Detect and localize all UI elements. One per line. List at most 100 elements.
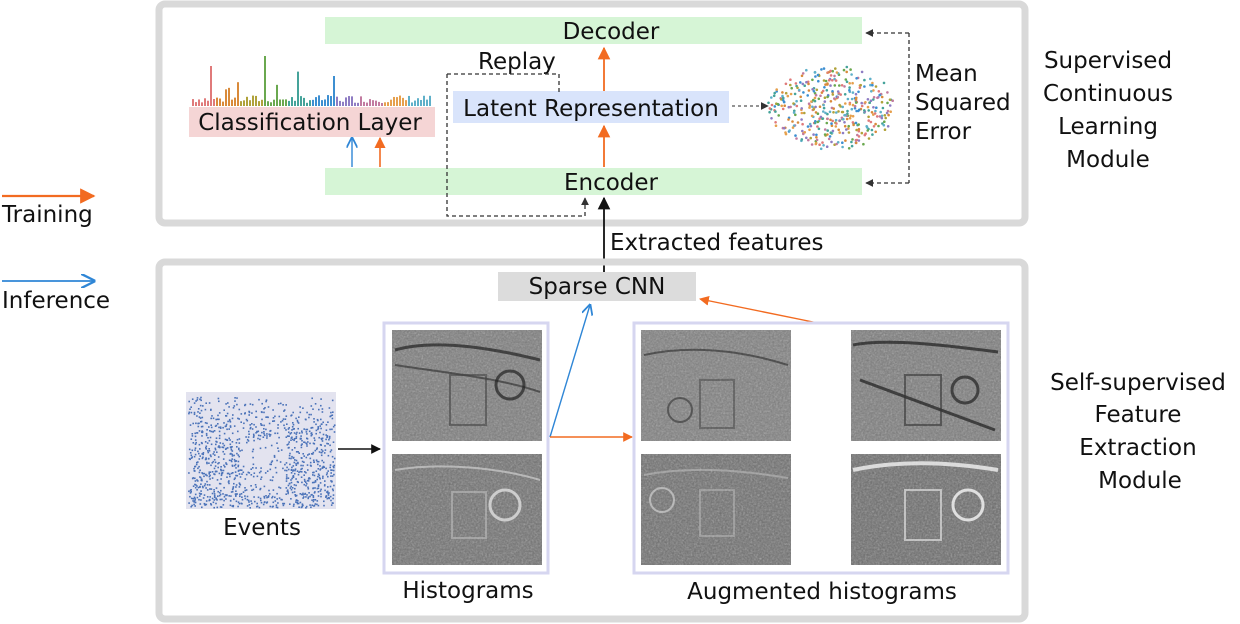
- event-point: [222, 426, 224, 429]
- class-bar: [390, 99, 392, 106]
- event-point: [300, 468, 302, 471]
- event-point: [306, 411, 308, 414]
- latent-point: [783, 126, 786, 130]
- event-point: [214, 465, 217, 467]
- event-point: [257, 434, 260, 437]
- event-point: [220, 506, 223, 508]
- class-bar: [198, 99, 200, 106]
- event-point: [224, 466, 226, 468]
- event-point: [236, 403, 238, 406]
- event-point: [305, 431, 308, 433]
- event-point: [218, 494, 221, 497]
- event-point: [301, 493, 303, 496]
- event-point: [272, 409, 274, 411]
- latent-point: [767, 101, 770, 105]
- event-point: [223, 444, 226, 447]
- latent-point: [846, 109, 849, 113]
- class-bar: [204, 98, 206, 106]
- event-point: [189, 458, 191, 461]
- event-point: [207, 451, 210, 454]
- event-point: [204, 483, 207, 485]
- event-point: [250, 468, 252, 470]
- events-image: [186, 392, 336, 509]
- event-point: [218, 445, 220, 447]
- event-point: [321, 438, 323, 441]
- event-point: [280, 449, 283, 451]
- event-point: [238, 438, 241, 440]
- event-point: [223, 432, 226, 435]
- event-point: [314, 487, 316, 489]
- class-bar: [216, 97, 218, 106]
- event-point: [233, 498, 235, 501]
- event-point: [229, 439, 231, 441]
- class-bar: [387, 102, 389, 106]
- augmented-to-cnn-arrow: [699, 295, 819, 324]
- event-point: [269, 435, 271, 437]
- latent-point: [789, 105, 792, 109]
- event-point: [318, 451, 321, 453]
- event-point: [208, 471, 211, 473]
- class-bar: [246, 96, 248, 106]
- latent-point: [818, 117, 821, 120]
- latent-point: [808, 128, 811, 132]
- latent-point: [845, 80, 849, 84]
- event-point: [308, 416, 310, 419]
- event-point: [189, 495, 191, 498]
- latent-point: [845, 128, 848, 131]
- event-point: [326, 442, 328, 445]
- event-point: [310, 434, 313, 437]
- event-point: [248, 411, 251, 414]
- event-point: [330, 475, 332, 477]
- event-point: [309, 495, 311, 498]
- event-point: [240, 502, 243, 505]
- class-bar: [276, 84, 278, 106]
- event-point: [323, 452, 326, 454]
- event-point: [217, 423, 219, 425]
- event-point: [194, 443, 197, 445]
- class-bar: [207, 100, 209, 106]
- event-point: [213, 459, 216, 461]
- event-point: [200, 421, 202, 423]
- event-point: [210, 430, 213, 433]
- event-point: [319, 478, 321, 480]
- event-point: [292, 422, 294, 424]
- event-point: [224, 494, 227, 496]
- latent-point: [880, 114, 884, 118]
- event-point: [213, 494, 216, 497]
- event-point: [317, 485, 320, 487]
- event-point: [249, 427, 252, 430]
- event-point: [213, 491, 215, 493]
- event-point: [296, 421, 299, 423]
- event-point: [253, 439, 255, 442]
- latent-point: [816, 120, 820, 124]
- latent-point: [835, 142, 838, 146]
- event-point: [199, 469, 201, 472]
- event-point: [201, 435, 203, 437]
- latent-point: [777, 114, 780, 117]
- event-point: [223, 453, 226, 455]
- event-point: [273, 420, 276, 422]
- event-point: [290, 481, 293, 484]
- event-point: [190, 491, 192, 493]
- event-point: [306, 428, 309, 431]
- latent-point: [854, 98, 858, 101]
- event-point: [305, 484, 307, 487]
- event-point: [317, 484, 320, 486]
- mse-line-2: Squared: [915, 90, 1011, 116]
- event-point: [210, 488, 213, 490]
- event-point: [211, 477, 214, 479]
- latent-point: [774, 121, 777, 124]
- classification-layer-block: Classification Layer: [189, 107, 435, 137]
- event-point: [315, 432, 317, 435]
- latent-point: [822, 103, 825, 107]
- event-point: [251, 423, 253, 425]
- class-bar: [375, 100, 377, 106]
- event-point: [191, 435, 194, 437]
- event-point: [325, 495, 328, 498]
- event-point: [292, 469, 295, 471]
- event-point: [238, 447, 240, 450]
- event-point: [203, 502, 206, 505]
- event-point: [308, 413, 311, 416]
- latent-point: [881, 106, 885, 110]
- event-point: [229, 453, 232, 455]
